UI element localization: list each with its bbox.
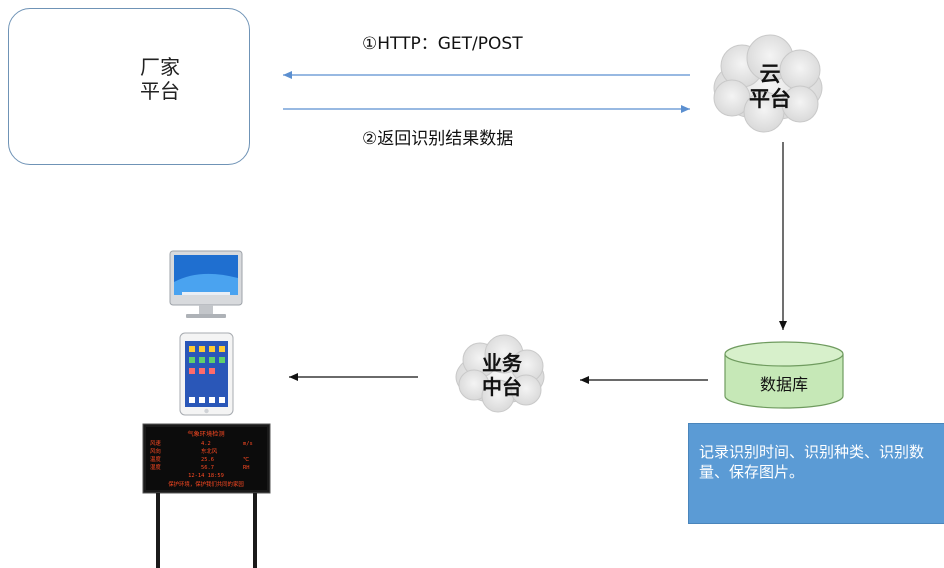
led-row-name: 风向 [150, 447, 161, 455]
led-row-unit: RH [243, 465, 250, 471]
led-row-value: 56.7 [201, 465, 214, 471]
response-arrow-label: ②返回识别结果数据 [362, 129, 514, 149]
led-row-value: 4.2 [201, 441, 211, 447]
led-row-unit: ℃ [243, 457, 249, 463]
led-row-name: 风速 [150, 440, 161, 447]
note-text: 记录识别时间、识别种类、识别数量、保存图片。 [699, 443, 925, 482]
cloud-platform-line1: 云 [759, 62, 781, 86]
vendor-platform-label: 厂家 平台 [128, 55, 192, 103]
business-platform-label: 业务 中台 [470, 351, 534, 399]
cloud-platform-line2: 平台 [749, 86, 791, 111]
tablet-icon [179, 332, 234, 416]
led-slogan: 保护环境，保护我们共同的家园 [168, 480, 243, 488]
led-row-name: 温度 [150, 455, 161, 463]
led-title: 气象环境检测 [187, 430, 224, 438]
led-display-board: 气象环境检测 风速 4.2 m/s 风向 东北风 温度 25.6 ℃ 湿度 56… [142, 423, 271, 568]
vendor-platform-box [8, 8, 250, 165]
led-row-value: 东北风 [201, 447, 218, 455]
request-arrow-label: ①HTTP：GET/POST [362, 34, 523, 54]
note-box: 记录识别时间、识别种类、识别数量、保存图片。 [688, 423, 944, 524]
led-row-value: 25.6 [201, 457, 214, 463]
database-label: 数据库 [759, 375, 808, 394]
cloud-platform-shape [713, 34, 823, 133]
business-platform-cloud-shape [455, 334, 545, 413]
led-row-name: 湿度 [150, 463, 161, 471]
database-cylinder-icon [724, 341, 844, 409]
vendor-platform-line2: 平台 [140, 78, 180, 103]
led-row-unit: m/s [243, 441, 253, 447]
led-datetime: 12-14 18:59 [188, 473, 224, 479]
vendor-platform-line1: 厂家 [140, 55, 180, 79]
business-platform-line2: 中台 [482, 374, 522, 399]
cloud-platform-label: 云 平台 [738, 62, 802, 112]
desktop-monitor-icon [169, 250, 243, 318]
business-platform-line1: 业务 [482, 351, 522, 375]
